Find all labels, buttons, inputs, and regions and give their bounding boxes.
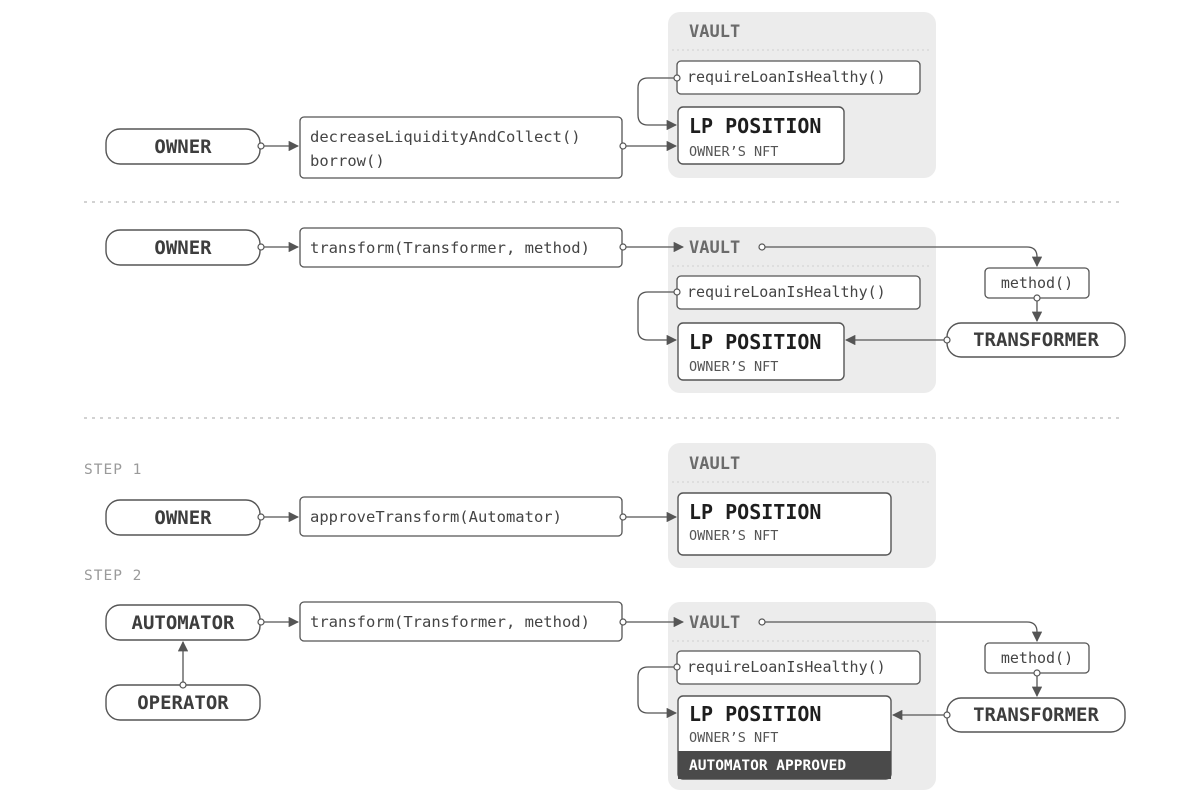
automator-actor[interactable]: AUTOMATOR <box>105 604 261 641</box>
call-borrow: borrow() <box>310 152 385 170</box>
transformer-actor[interactable]: TRANSFORMER <box>946 322 1126 358</box>
call-box-decrease-borrow[interactable]: decreaseLiquidityAndCollect() borrow() <box>299 116 623 179</box>
connectors <box>257 241 1043 346</box>
section-step1: STEP 1 VAULT OWNER approveTransform(Auto… <box>84 443 936 568</box>
call-transform: transform(Transformer, method) <box>310 239 590 257</box>
require-healthy-label: requireLoanIsHealthy() <box>687 658 886 676</box>
lp-position-subtitle: OWNER’S NFT <box>689 730 778 746</box>
lp-position-subtitle: OWNER’S NFT <box>689 144 778 160</box>
call-box-transform[interactable]: transform(Transformer, method) <box>299 601 623 642</box>
operator-label: OPERATOR <box>137 692 229 714</box>
transformer-actor[interactable]: TRANSFORMER <box>946 697 1126 733</box>
owner-actor[interactable]: OWNER <box>105 499 261 536</box>
lp-position-title: LP POSITION <box>689 500 821 524</box>
call-transform: transform(Transformer, method) <box>310 613 590 631</box>
require-healthy-label: requireLoanIsHealthy() <box>687 68 886 86</box>
section-step2: STEP 2 VAULT AUTOMATOR OPERATOR transfor… <box>84 568 1126 790</box>
call-approve-transform: approveTransform(Automator) <box>310 508 562 526</box>
lp-position-title: LP POSITION <box>689 114 821 138</box>
connectors <box>177 616 1043 721</box>
lp-position-box[interactable]: LP POSITION OWNER’S NFT AUTOMATOR APPROV… <box>677 695 892 780</box>
require-healthy-label: requireLoanIsHealthy() <box>687 283 886 301</box>
owner-label: OWNER <box>154 237 212 259</box>
owner-actor[interactable]: OWNER <box>105 229 261 266</box>
lp-position-box[interactable]: LP POSITION OWNER’S NFT <box>677 322 845 381</box>
call-decrease-liquidity: decreaseLiquidityAndCollect() <box>310 128 581 146</box>
lp-position-subtitle: OWNER’S NFT <box>689 528 778 544</box>
vault-label: VAULT <box>689 613 740 633</box>
call-box-approve[interactable]: approveTransform(Automator) <box>299 496 623 537</box>
require-healthy-box[interactable]: requireLoanIsHealthy() <box>676 60 921 95</box>
vault-label: VAULT <box>689 238 740 258</box>
automator-label: AUTOMATOR <box>132 612 236 634</box>
owner-label: OWNER <box>154 507 212 529</box>
transformer-label: TRANSFORMER <box>973 704 1099 726</box>
method-label: method() <box>1001 649 1073 667</box>
method-box[interactable]: method() <box>984 642 1090 674</box>
call-box-transform[interactable]: transform(Transformer, method) <box>299 227 623 268</box>
automator-approved-badge: AUTOMATOR APPROVED <box>689 758 846 774</box>
owner-actor[interactable]: OWNER <box>105 128 261 165</box>
vault-label: VAULT <box>689 454 740 474</box>
section-transform: VAULT OWNER transform(Transformer, metho… <box>105 227 1126 393</box>
vault-label: VAULT <box>689 22 740 42</box>
step2-label: STEP 2 <box>84 568 142 584</box>
lp-position-box[interactable]: LP POSITION OWNER’S NFT <box>677 492 892 556</box>
require-healthy-box[interactable]: requireLoanIsHealthy() <box>676 650 921 685</box>
require-healthy-box[interactable]: requireLoanIsHealthy() <box>676 275 921 310</box>
step1-label: STEP 1 <box>84 462 142 478</box>
connectors <box>257 74 681 152</box>
lp-position-box[interactable]: LP POSITION OWNER’S NFT <box>677 106 845 165</box>
method-label: method() <box>1001 274 1073 292</box>
transformer-label: TRANSFORMER <box>973 329 1099 351</box>
method-box[interactable]: method() <box>984 267 1090 299</box>
owner-label: OWNER <box>154 136 212 158</box>
lp-position-title: LP POSITION <box>689 330 821 354</box>
operator-actor[interactable]: OPERATOR <box>105 684 261 721</box>
section-borrow: VAULT OWNER decreaseLiquidityAndCollect(… <box>105 12 936 179</box>
lp-position-subtitle: OWNER’S NFT <box>689 359 778 375</box>
connectors <box>257 511 678 523</box>
lp-position-title: LP POSITION <box>689 702 821 726</box>
